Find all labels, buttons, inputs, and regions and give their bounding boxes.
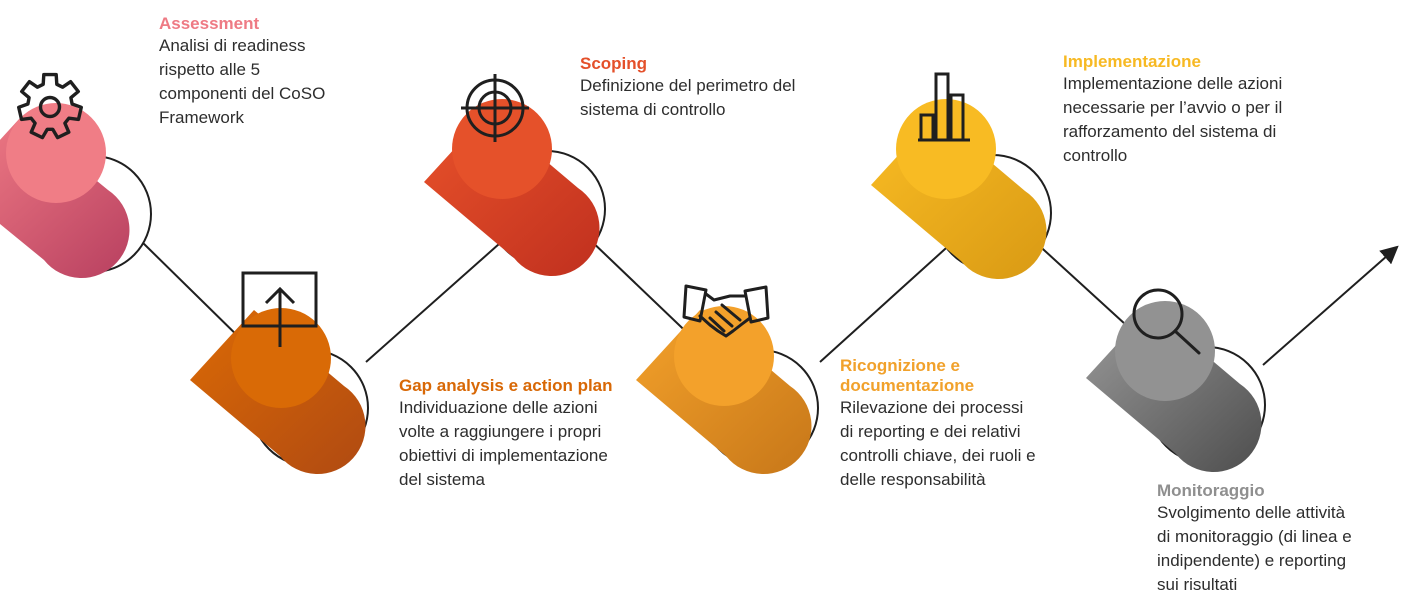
stage-gap <box>190 271 369 475</box>
stage-description: Rilevazione dei processi di reporting e … <box>840 398 1036 489</box>
bar-chart-icon <box>918 72 970 142</box>
stage-ricognizione <box>636 284 819 475</box>
connector-line <box>585 235 701 346</box>
target-icon <box>461 74 529 142</box>
connector-line <box>819 239 956 363</box>
stage-label-implementazione: Implementazione Implementazione delle az… <box>1063 52 1353 168</box>
stage-cylinder-top <box>674 306 774 406</box>
stage-title: Gap analysis e action plan <box>399 376 613 395</box>
stage-implementazione <box>871 72 1052 280</box>
stage-cylinder-top <box>1115 301 1215 401</box>
connector-lines <box>139 235 1399 366</box>
stage-cylinder-top <box>231 308 331 408</box>
stage-label-monitoraggio: Monitoraggio Svolgimento delle attività … <box>1157 481 1402 597</box>
arrow-line <box>1262 245 1399 366</box>
connector-line <box>365 235 509 363</box>
stage-description: Analisi di readiness rispetto alle 5 com… <box>159 36 326 127</box>
magnifier-icon <box>1132 288 1201 355</box>
stage-monitoraggio <box>1086 288 1266 473</box>
connector-line <box>139 239 251 349</box>
stage-cylinder-top <box>452 99 552 199</box>
stage-label-scoping: Scoping Definizione del perimetro del si… <box>580 54 860 122</box>
stage-label-ricognizione: Ricognizione e documentazione Rilevazion… <box>840 356 1090 492</box>
stage-description: Individuazione delle azioni volte a ragg… <box>399 398 608 489</box>
stage-title: Ricognizione e documentazione <box>840 356 975 395</box>
stage-scoping <box>424 74 606 277</box>
stage-cylinder-top <box>896 99 996 199</box>
stage-title: Scoping <box>580 54 648 73</box>
stage-title: Assessment <box>159 14 260 33</box>
stage-label-gap: Gap analysis e action plan Individuazion… <box>399 376 679 492</box>
stage-title: Monitoraggio <box>1157 481 1265 500</box>
stage-description: Implementazione delle azioni necessarie … <box>1063 74 1283 165</box>
stage-cylinder-top <box>6 103 106 203</box>
stage-description: Svolgimento delle attività di monitoragg… <box>1157 503 1352 594</box>
stage-title: Implementazione <box>1063 52 1201 71</box>
stage-assessment <box>0 72 152 278</box>
stage-description: Definizione del perimetro del sistema di… <box>580 76 796 119</box>
handshake-icon <box>682 284 770 338</box>
upload-screen-icon <box>241 271 318 347</box>
stage-label-assessment: Assessment Analisi di readiness rispetto… <box>159 14 359 130</box>
gear-icon <box>17 72 84 140</box>
